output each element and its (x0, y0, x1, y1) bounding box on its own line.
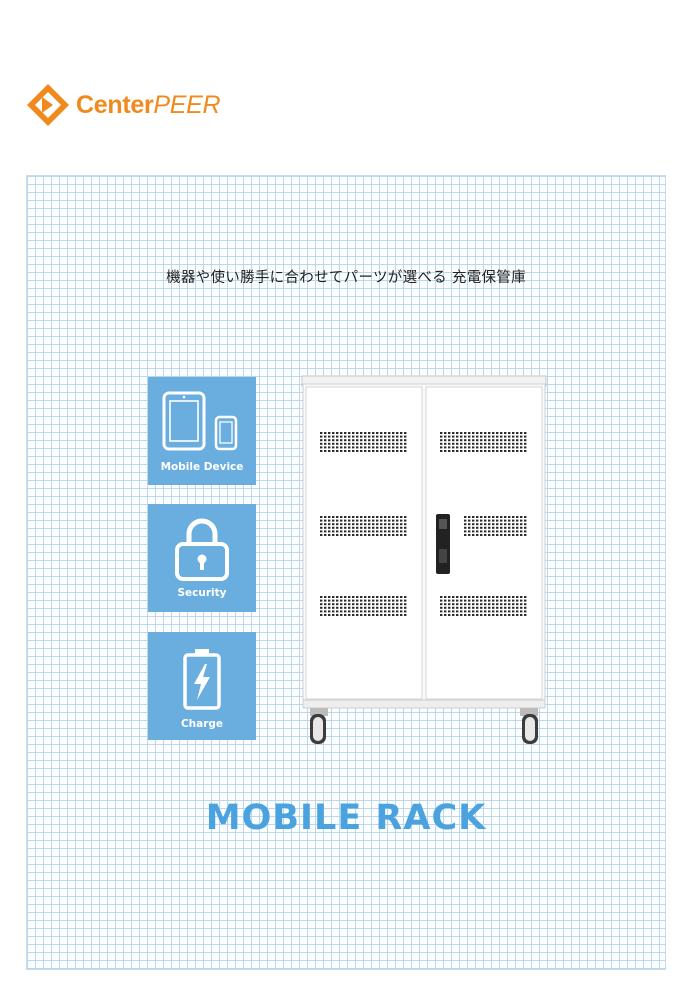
feature-tile-security: Security (148, 504, 256, 612)
brand-name-light: PEER (153, 90, 221, 119)
feature-label-charge: Charge (180, 718, 224, 730)
feature-label-mobile-device: Mobile Device (160, 461, 244, 473)
tablet-phone-icon (148, 391, 256, 453)
brand-logo: CenterPEER (26, 83, 221, 127)
feature-tile-charge: Charge (148, 632, 256, 740)
mobile-rack-cabinet-illustration (300, 374, 550, 750)
feature-label-security: Security (177, 587, 227, 599)
brand-wordmark: CenterPEER (76, 90, 221, 119)
tagline: 機器や使い勝手に合わせてパーツが選べる 充電保管庫 (166, 270, 526, 286)
product-title: MOBILE RACK (205, 798, 487, 838)
brand-name-bold: Center (76, 90, 154, 119)
centerpeer-logo-mark-icon (27, 84, 69, 126)
battery-charge-icon (148, 648, 256, 710)
padlock-icon (148, 514, 256, 582)
feature-tile-mobile-device: Mobile Device (148, 377, 256, 485)
